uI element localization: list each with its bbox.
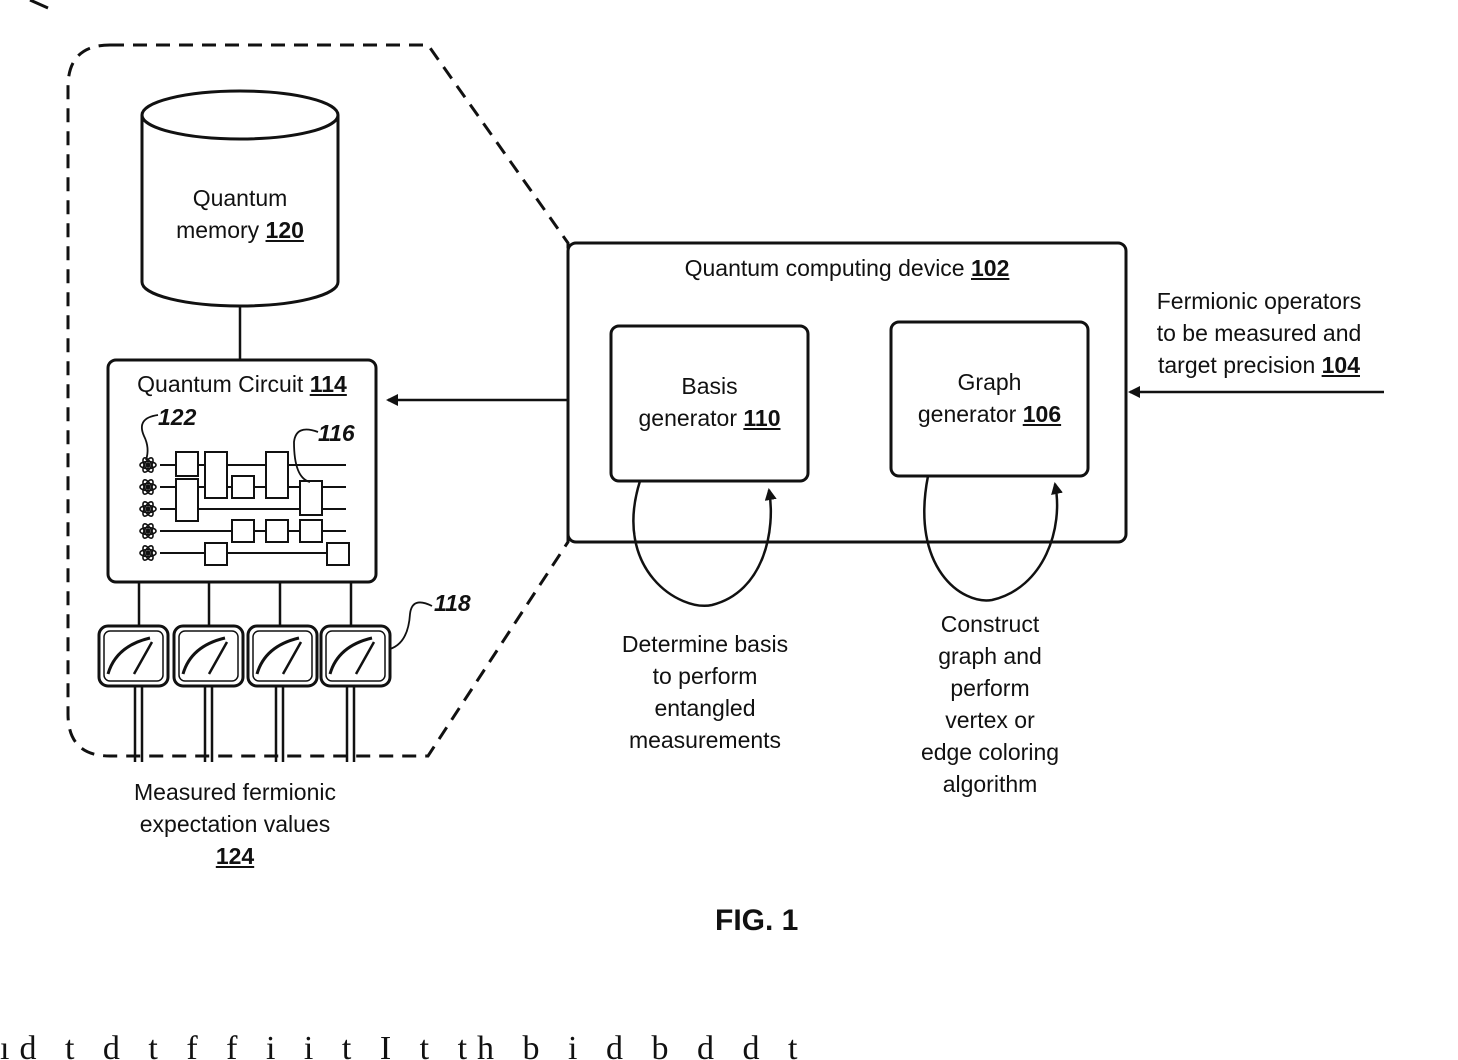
graph-generator-ref: 106 xyxy=(1023,401,1061,427)
quantum-computing-device-ref: 102 xyxy=(971,255,1009,281)
figure-label: FIG. 1 xyxy=(715,904,798,938)
callout-122: 122 xyxy=(158,404,196,431)
measurement-meter xyxy=(248,626,317,686)
measurement-meter xyxy=(99,626,168,686)
callout-leader-118 xyxy=(386,602,432,650)
corner-mark xyxy=(30,0,48,8)
quantum-circuit-label: Quantum Circuit 114 xyxy=(112,368,372,400)
callout-116: 116 xyxy=(318,420,355,447)
output-ref: 124 xyxy=(216,843,254,869)
quantum-memory-label: Quantum memory 120 xyxy=(150,182,330,246)
quantum-circuit-ref: 114 xyxy=(310,371,347,397)
cropped-body-text: ıd t d t f f i i t I t th b i d b d d t xyxy=(0,1030,1458,1060)
input-label: Fermionic operators to be measured and t… xyxy=(1134,285,1384,381)
graph-generator-label: Graph generator 106 xyxy=(891,366,1088,430)
measurement-meter xyxy=(321,626,390,686)
basis-loop-caption: Determine basis to perform entangled mea… xyxy=(590,628,820,756)
measurement-meter xyxy=(174,626,243,686)
input-ref: 104 xyxy=(1322,352,1360,378)
basis-generator-label: Basis generator 110 xyxy=(611,370,808,434)
quantum-memory-ref: 120 xyxy=(266,217,304,243)
output-label: Measured fermionic expectation values 12… xyxy=(95,776,375,872)
quantum-computing-device-label: Quantum computing device 102 xyxy=(600,252,1094,284)
graph-loop-caption: Construct graph and perform vertex or ed… xyxy=(880,608,1100,800)
callout-118: 118 xyxy=(434,590,471,617)
basis-generator-ref: 110 xyxy=(743,405,780,431)
